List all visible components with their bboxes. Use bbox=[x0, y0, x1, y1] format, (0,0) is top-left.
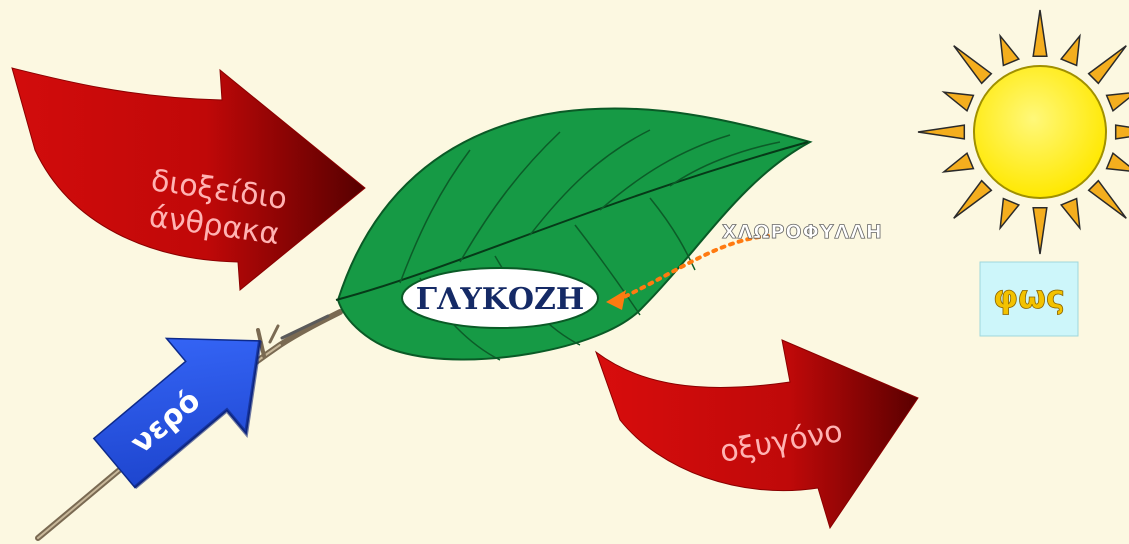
oxygen-arrow: οξυγόνο bbox=[594, 339, 919, 530]
carbon-dioxide-arrow: διοξείδιο άνθρακα bbox=[11, 67, 366, 291]
sun-rays bbox=[917, 9, 1129, 255]
chlorophyll-arrow bbox=[606, 234, 770, 310]
sun-ray bbox=[941, 91, 975, 113]
sun-ray bbox=[1032, 206, 1048, 255]
sun-ray bbox=[1114, 124, 1129, 140]
sun-ray bbox=[941, 151, 975, 173]
sun-ray bbox=[999, 33, 1021, 67]
sun-ray bbox=[953, 45, 993, 85]
glucose-badge: ΓΛΥΚΟΖΗ bbox=[401, 267, 599, 329]
sun-ray bbox=[953, 179, 993, 219]
sun-ray bbox=[1087, 45, 1127, 85]
sun-ray bbox=[999, 197, 1021, 231]
glucose-label: ΓΛΥΚΟΖΗ bbox=[416, 282, 584, 317]
light-box: φως bbox=[979, 261, 1079, 337]
sun-ray bbox=[917, 124, 966, 140]
water-arrow: νερό bbox=[92, 337, 262, 490]
sun-ray bbox=[1059, 33, 1081, 67]
sun-ray bbox=[1059, 197, 1081, 231]
light-label: φως bbox=[993, 278, 1065, 316]
sun-ray bbox=[1087, 179, 1127, 219]
sun-icon bbox=[917, 9, 1129, 255]
sun-ray bbox=[1105, 92, 1129, 113]
sun-ray bbox=[1105, 151, 1129, 172]
chlorophyll-label: ΧΛΩΡΟΦΥΛΛΗ bbox=[722, 221, 883, 243]
sun-ray bbox=[1032, 9, 1048, 58]
